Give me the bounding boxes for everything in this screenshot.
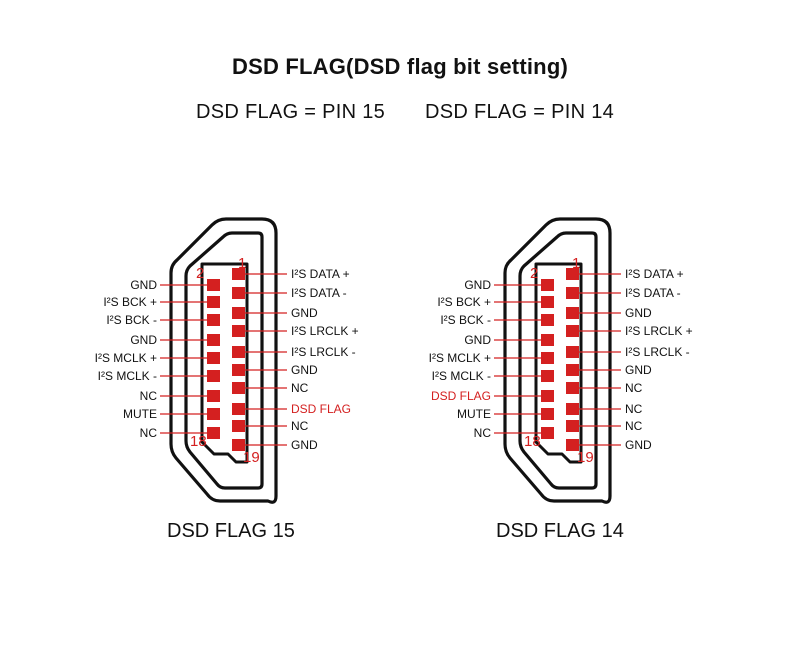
pin-label-right-7: NC [625,381,643,395]
connector-tongue [200,262,249,464]
pin-number-top-right: 1 [572,255,580,272]
pin-pad [566,268,579,280]
page-title: DSD FLAG(DSD flag bit setting) [232,54,568,79]
pin-pad [207,279,220,291]
pin-label-left-8: MUTE [457,407,491,421]
pin-number-bottom-left: 18 [190,433,207,450]
pin-pad [232,268,245,280]
pin-pad [566,382,579,394]
pin-pad [207,427,220,439]
pin-label-right-6: GND [625,363,652,377]
pin-label-right-8: NC [625,402,643,416]
pin-pad [566,364,579,376]
connector-tongue [534,262,583,464]
pin-label-right-5: I²S LRCLK - [625,345,690,359]
pin-number-bottom-right: 19 [577,449,594,466]
caption-dsd-flag-15: DSD FLAG 15 [167,520,295,542]
pin-pad [207,296,220,308]
pin-label-right-5: I²S LRCLK - [291,345,356,359]
pin-label-left-9: NC [474,426,492,440]
pin-label-left-2: I²S BCK + [103,295,157,309]
pin-pad [541,279,554,291]
pin-number-top-right: 1 [238,255,246,272]
pin-pad [207,334,220,346]
pin-label-right-6: GND [291,363,318,377]
pin-label-left-5: I²S MCLK + [95,351,157,365]
pin-label-left-5: I²S MCLK + [429,351,491,365]
pin-pad [541,314,554,326]
pin-pad [207,408,220,420]
pin-pad [541,390,554,402]
pin-label-left-8: MUTE [123,407,157,421]
pin-label-left-7: DSD FLAG [431,389,491,403]
connector-inner-shell [184,231,264,490]
pin-label-left-4: GND [464,333,491,347]
pin-label-right-8: DSD FLAG [291,402,351,416]
pin-label-right-4: I²S LRCLK + [625,324,693,338]
pin-number-top-left: 2 [530,265,538,282]
pin-pad [232,382,245,394]
pin-pad [232,420,245,432]
connector-dsd-flag-14: GND I²S BCK + I²S BCK - GND I²S MCLK + I²S MC… [429,217,693,504]
pin-label-left-4: GND [130,333,157,347]
connector-dsd-flag-15: GND I²S BCK + I²S BCK - GND I²S MCLK + I²S MC… [95,217,359,504]
pin-pad [566,439,579,451]
pin-pad [566,403,579,415]
pin-label-left-3: I²S BCK - [106,313,157,327]
pin-number-top-left: 2 [196,265,204,282]
subtitle-pin14: DSD FLAG = PIN 14 [425,101,615,123]
pin-label-right-7: NC [291,381,309,395]
connector-outer-shell [503,217,612,504]
pin-pad [232,403,245,415]
pin-number-bottom-right: 19 [243,449,260,466]
pin-pad [207,352,220,364]
pin-pad [207,314,220,326]
pin-label-right-9: NC [625,419,643,433]
pin-label-right-1: I²S DATA + [625,267,684,281]
pin-pad [232,439,245,451]
pin-pad [566,325,579,337]
pin-pad [541,427,554,439]
pin-pad [541,370,554,382]
connector-inner-shell [518,231,598,490]
pin-pad [566,346,579,358]
caption-dsd-flag-14: DSD FLAG 14 [496,520,624,542]
pin-label-right-4: I²S LRCLK + [291,324,359,338]
pin-label-left-6: I²S MCLK - [432,369,491,383]
pin-pad [566,420,579,432]
pin-label-right-3: GND [291,306,318,320]
pin-pad [232,346,245,358]
pin-pad [541,352,554,364]
pin-label-right-9: NC [291,419,309,433]
pin-label-right-3: GND [625,306,652,320]
pin-label-left-3: I²S BCK - [440,313,491,327]
pin-number-bottom-left: 18 [524,433,541,450]
pin-label-left-7: NC [140,389,158,403]
pin-pad [207,370,220,382]
pin-pad [566,287,579,299]
pin-pad [232,325,245,337]
pin-pad [566,307,579,319]
pin-pad [541,296,554,308]
pin-pad [232,364,245,376]
pin-label-right-1: I²S DATA + [291,267,350,281]
pin-label-right-10: GND [625,438,652,452]
pin-label-left-9: NC [140,426,158,440]
pin-pad [207,390,220,402]
pin-pad [232,287,245,299]
pin-label-left-1: GND [464,278,491,292]
pin-pad [541,334,554,346]
pin-pad [541,408,554,420]
pin-label-right-2: I²S DATA - [625,286,681,300]
pin-label-left-6: I²S MCLK - [98,369,157,383]
pin-pad [232,307,245,319]
pin-label-right-2: I²S DATA - [291,286,347,300]
connector-outer-shell [169,217,278,504]
pin-label-left-2: I²S BCK + [437,295,491,309]
subtitle-pin15: DSD FLAG = PIN 15 [196,101,386,123]
pin-label-left-1: GND [130,278,157,292]
pin-label-right-10: GND [291,438,318,452]
